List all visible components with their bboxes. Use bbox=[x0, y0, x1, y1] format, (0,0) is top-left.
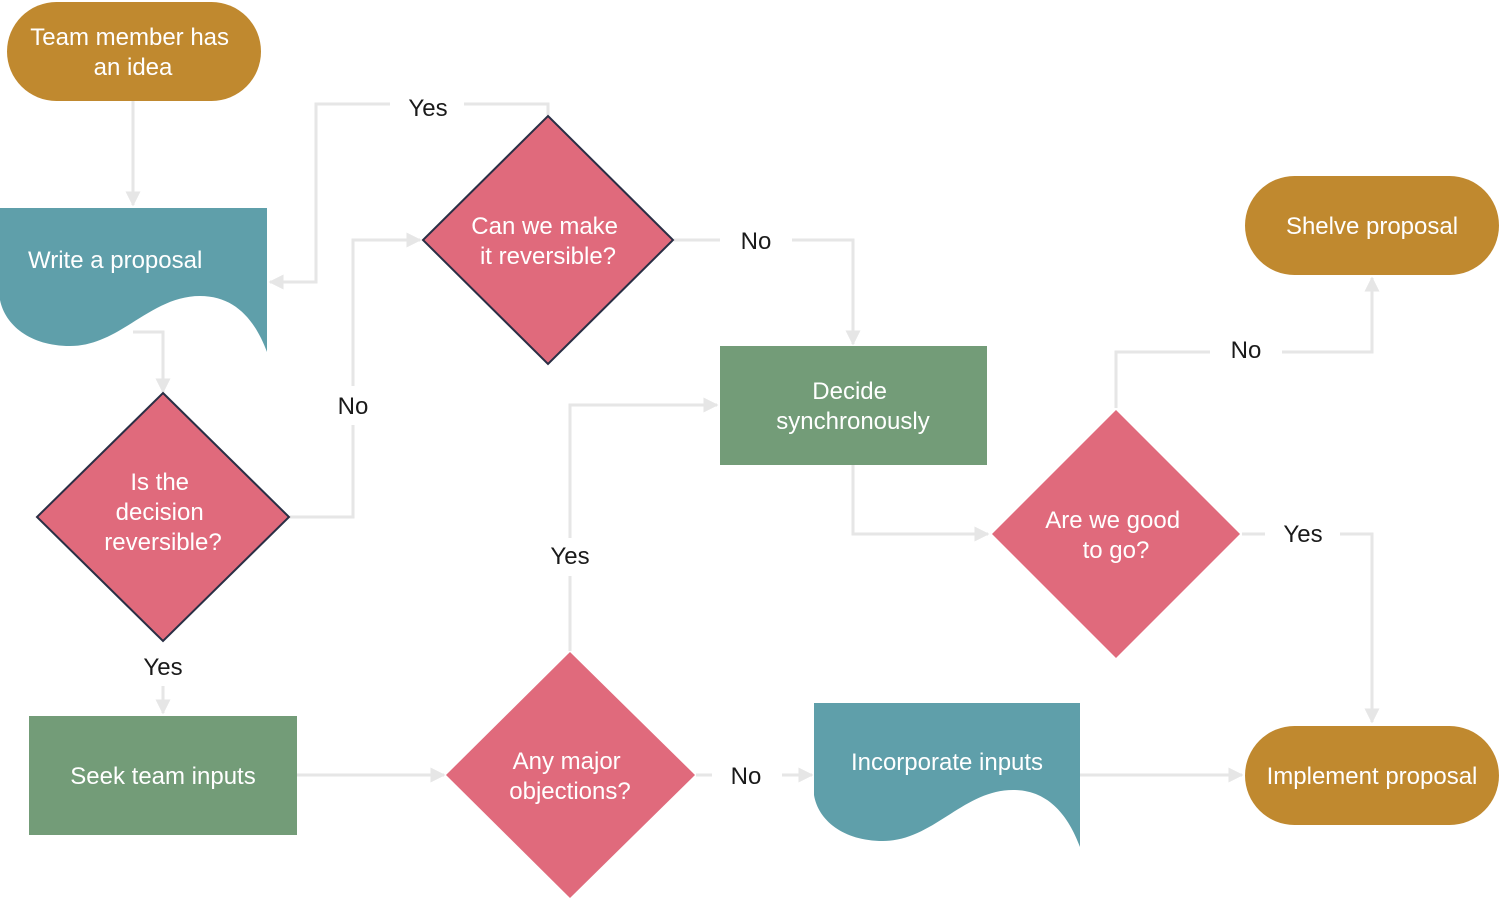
edge-is-reversible-no bbox=[290, 425, 355, 519]
is-reversible-decision-shape bbox=[35, 391, 291, 643]
edge-labels: Yes No No Yes Yes No No Yes bbox=[143, 95, 1322, 790]
seek-inputs-process-shape bbox=[29, 716, 297, 835]
write-proposal-document-shape bbox=[0, 208, 267, 352]
edge-is-reversible-no-upper bbox=[351, 232, 422, 386]
incorporate-inputs-document-shape bbox=[814, 703, 1080, 847]
edge-write-proposal-to-is-reversible bbox=[133, 330, 171, 394]
connectors bbox=[125, 100, 1380, 783]
decide-sync-label: Decide synchronously bbox=[776, 378, 929, 435]
decide-sync-process-shape bbox=[720, 346, 987, 465]
edge-can-reversible-yes-left bbox=[268, 102, 390, 290]
edge-label-can-yes: Yes bbox=[408, 95, 447, 122]
is-reversible-label: Is the decision reversible? bbox=[104, 469, 221, 556]
idea-label: Team member has an idea bbox=[30, 24, 235, 81]
edge-label-objections-no: No bbox=[731, 763, 762, 790]
edge-label-objections-yes: Yes bbox=[550, 543, 589, 570]
edge-good-yes-right bbox=[1340, 532, 1380, 724]
good-to-go-label: Are we good to go? bbox=[1045, 507, 1186, 564]
can-make-reversible-decision-shape bbox=[421, 114, 675, 366]
edge-objections-yes-upper bbox=[568, 397, 719, 538]
shelve-label: Shelve proposal bbox=[1286, 213, 1458, 240]
major-objections-decision-shape bbox=[446, 652, 695, 898]
node-labels: Team member has an idea Write a proposal… bbox=[28, 24, 1477, 805]
write-proposal-label: Write a proposal bbox=[28, 247, 202, 274]
implement-terminal-shape bbox=[1245, 726, 1499, 825]
edge-label-good-yes: Yes bbox=[1283, 521, 1322, 548]
seek-inputs-label: Seek team inputs bbox=[70, 763, 255, 790]
edge-can-reversible-no-right bbox=[792, 238, 861, 346]
edge-good-no-left bbox=[1114, 350, 1210, 408]
idea-terminal-shape bbox=[7, 2, 261, 101]
edge-label-is-no: No bbox=[338, 393, 369, 420]
edge-can-reversible-yes-right bbox=[464, 102, 550, 115]
edge-good-no-right bbox=[1282, 276, 1380, 354]
major-objections-label: Any major objections? bbox=[509, 748, 630, 805]
edge-label-can-no: No bbox=[741, 228, 772, 255]
edge-label-good-no: No bbox=[1231, 337, 1262, 364]
shelve-terminal-shape bbox=[1245, 176, 1499, 275]
edge-label-is-yes: Yes bbox=[143, 654, 182, 681]
good-to-go-decision-shape bbox=[992, 410, 1240, 658]
incorporate-inputs-label: Incorporate inputs bbox=[851, 749, 1043, 776]
implement-label: Implement proposal bbox=[1267, 763, 1478, 790]
can-make-reversible-label: Can we make it reversible? bbox=[471, 213, 624, 270]
edge-decide-to-good-to-go bbox=[851, 465, 990, 542]
